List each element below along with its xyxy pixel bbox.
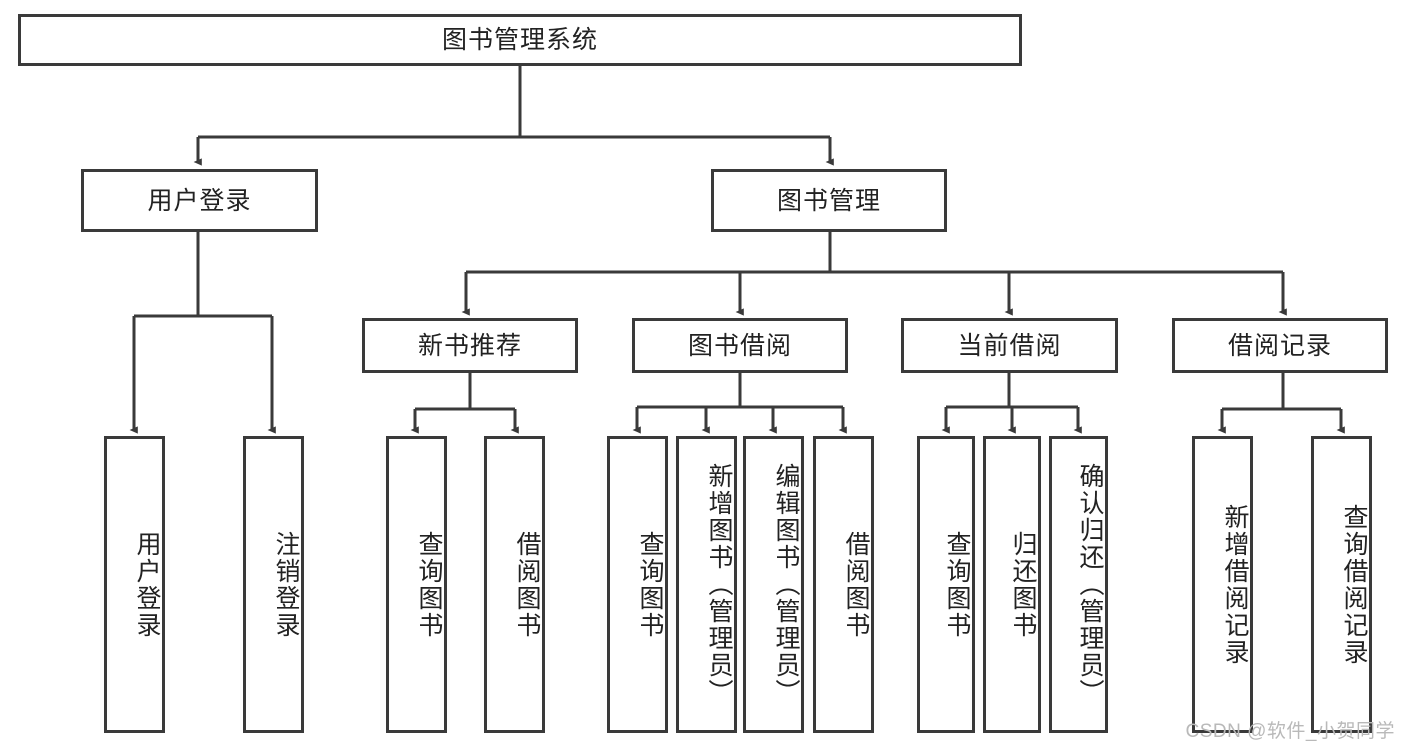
node-label: 图书管理 [776, 186, 881, 215]
node-leaf-borrow-book-1[interactable]: 借阅图书 [484, 436, 545, 733]
node-label: 查询图书 [415, 530, 443, 639]
node-leaf-query-book-2[interactable]: 查询图书 [607, 436, 668, 733]
node-leaf-add-borrow-record[interactable]: 新增借阅记录 [1192, 436, 1253, 733]
node-book-manage[interactable]: 图书管理 [711, 169, 947, 232]
node-leaf-borrow-book-2[interactable]: 借阅图书 [813, 436, 874, 733]
node-label: 归还图书 [1009, 530, 1037, 639]
node-label: 查询借阅记录 [1340, 503, 1368, 666]
node-leaf-query-book-1[interactable]: 查询图书 [386, 436, 447, 733]
node-label: 查询图书 [636, 530, 664, 639]
node-root-system[interactable]: 图书管理系统 [18, 14, 1022, 66]
node-label: 借阅图书 [513, 530, 541, 639]
node-label: 当前借阅 [957, 331, 1062, 360]
node-book-borrow[interactable]: 图书借阅 [632, 318, 848, 373]
node-leaf-edit-book-admin[interactable]: 编辑图书（管理员） [743, 436, 804, 733]
node-label: 用户登录 [147, 186, 252, 215]
watermark-credit: CSDN @软件_小贺同学 [1185, 721, 1395, 742]
node-leaf-query-borrow-record[interactable]: 查询借阅记录 [1311, 436, 1372, 733]
node-user-login[interactable]: 用户登录 [81, 169, 318, 232]
node-label: 借阅图书 [842, 530, 870, 639]
node-leaf-confirm-return[interactable]: 确认归还（管理员） [1049, 436, 1108, 733]
node-current-borrow[interactable]: 当前借阅 [901, 318, 1118, 373]
node-label: 新增借阅记录 [1221, 503, 1249, 666]
node-leaf-logout-login[interactable]: 注销登录 [243, 436, 304, 733]
node-leaf-user-login[interactable]: 用户登录 [104, 436, 165, 733]
node-borrow-record[interactable]: 借阅记录 [1172, 318, 1388, 373]
node-label: 注销登录 [272, 530, 300, 639]
node-label: 图书借阅 [687, 331, 792, 360]
node-label: 编辑图书（管理员） [772, 463, 800, 706]
node-label: 借阅记录 [1227, 331, 1332, 360]
node-label: 用户登录 [133, 530, 161, 639]
node-label: 图书管理系统 [441, 26, 598, 54]
node-label: 新书推荐 [417, 331, 522, 360]
node-label: 新增图书（管理员） [705, 463, 733, 706]
node-label: 查询图书 [943, 530, 971, 639]
node-leaf-return-book[interactable]: 归还图书 [983, 436, 1041, 733]
node-label: 确认归还（管理员） [1076, 463, 1104, 706]
node-leaf-add-book-admin[interactable]: 新增图书（管理员） [676, 436, 737, 733]
node-new-book-recommend[interactable]: 新书推荐 [362, 318, 578, 373]
node-leaf-query-book-3[interactable]: 查询图书 [917, 436, 975, 733]
